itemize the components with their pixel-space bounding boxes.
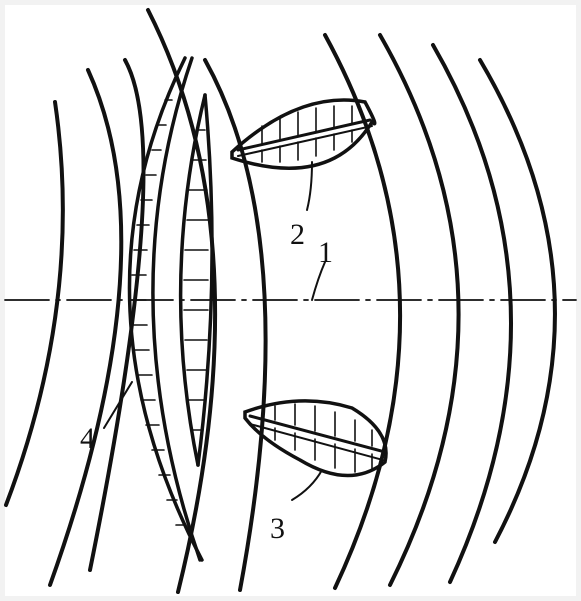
label-axis: 1 — [318, 236, 333, 269]
wavefront-left-3 — [88, 58, 146, 572]
wavefront-right-1 — [323, 33, 403, 590]
lower-lens-element — [243, 399, 388, 478]
left-hatched-element — [127, 56, 204, 562]
label-lower-element: 3 — [270, 512, 285, 545]
wavefront-right-4 — [478, 58, 557, 544]
leader-line-3 — [291, 469, 323, 501]
inner-hatched-element — [178, 93, 214, 467]
wavefront-left-2 — [48, 68, 124, 587]
leader-line-4 — [103, 381, 133, 429]
label-upper-element: 2 — [290, 218, 305, 251]
leader-line-1 — [311, 261, 326, 301]
wavefront-right-2 — [378, 33, 461, 587]
upper-lens-element — [230, 98, 377, 170]
leader-line-2 — [306, 161, 313, 211]
wavefront-right-3 — [431, 43, 513, 584]
wavefront-left-5 — [203, 58, 268, 592]
wavefront-left-1 — [4, 100, 65, 507]
label-left-element: 4 — [80, 422, 95, 455]
